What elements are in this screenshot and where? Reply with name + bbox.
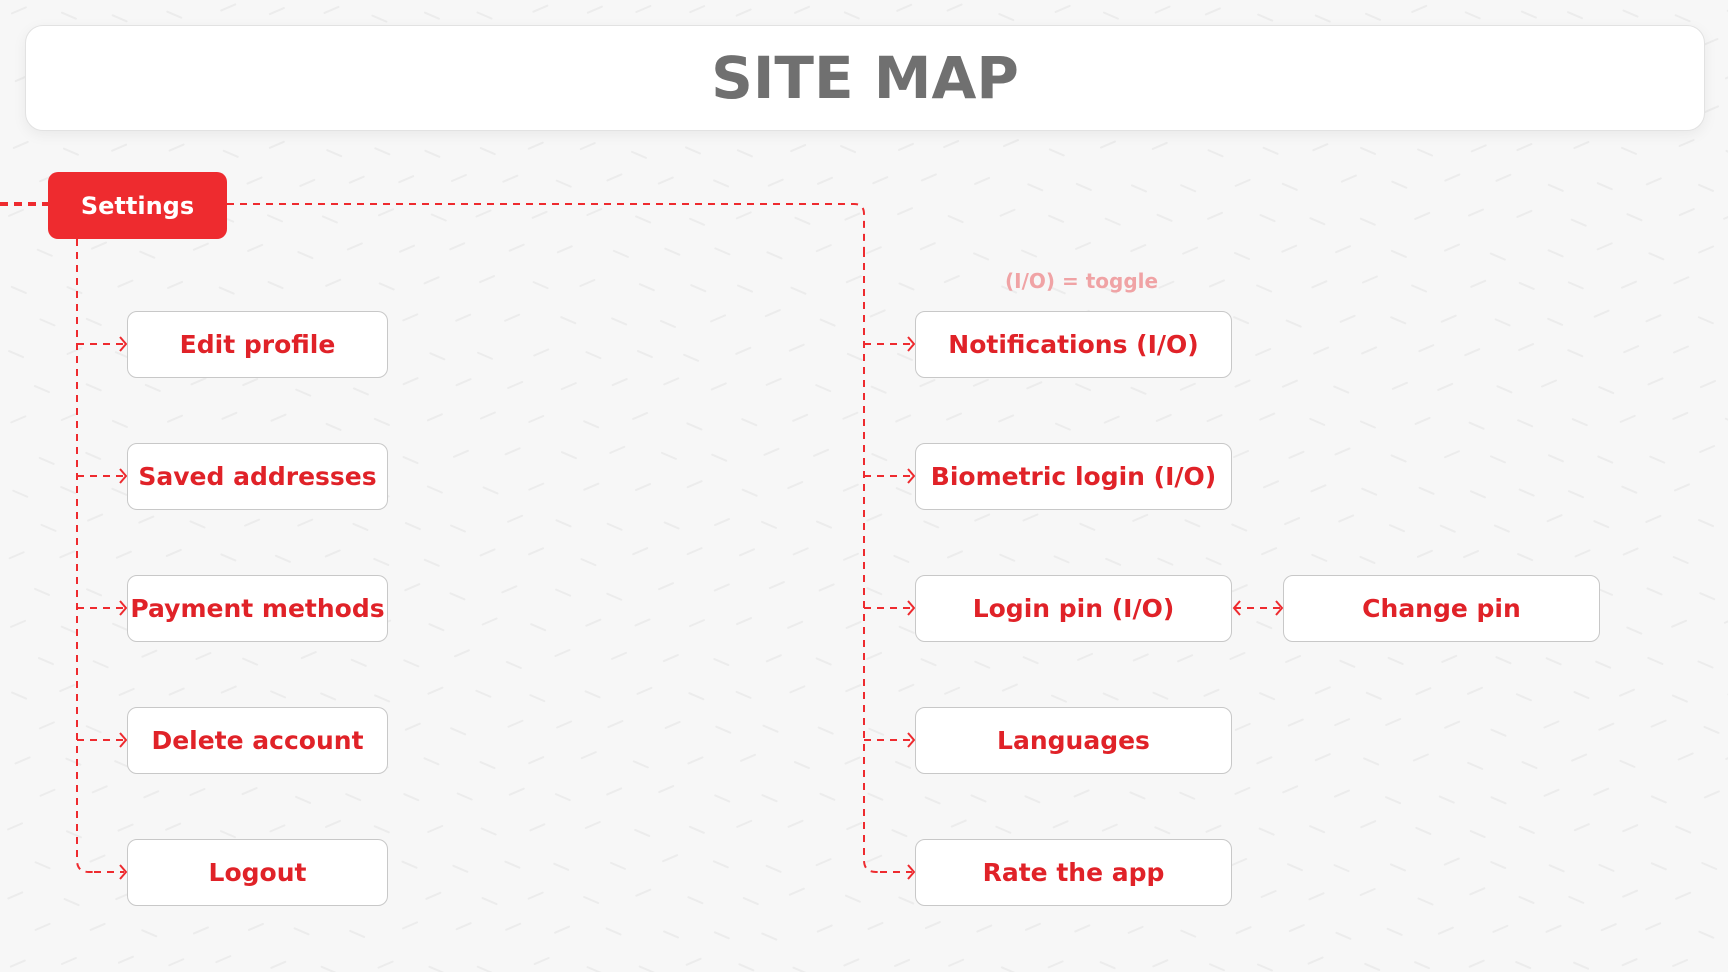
node-label: Biometric login (I/O) — [930, 462, 1217, 491]
node-label: Payment methods — [130, 594, 385, 623]
settings-node[interactable]: Settings — [48, 172, 227, 239]
node-change-pin[interactable]: Change pin — [1283, 575, 1600, 642]
node-label: Edit profile — [179, 330, 336, 359]
node-login-pin[interactable]: Login pin (I/O) — [915, 575, 1232, 642]
node-payment-methods[interactable]: Payment methods — [127, 575, 388, 642]
node-label: Change pin — [1362, 594, 1521, 623]
node-biometric-login[interactable]: Biometric login (I/O) — [915, 443, 1232, 510]
node-label: Logout — [208, 858, 307, 887]
node-logout[interactable]: Logout — [127, 839, 388, 906]
toggle-legend: (I/O) = toggle — [1005, 269, 1159, 293]
node-rate-the-app[interactable]: Rate the app — [915, 839, 1232, 906]
node-label: Notifications (I/O) — [948, 330, 1199, 359]
node-languages[interactable]: Languages — [915, 707, 1232, 774]
page-title: SITE MAP — [711, 44, 1019, 112]
node-delete-account[interactable]: Delete account — [127, 707, 388, 774]
node-label: Delete account — [151, 726, 364, 755]
node-label: Languages — [997, 726, 1150, 755]
node-saved-addresses[interactable]: Saved addresses — [127, 443, 388, 510]
title-card: SITE MAP — [25, 25, 1705, 131]
node-edit-profile[interactable]: Edit profile — [127, 311, 388, 378]
node-label: Saved addresses — [138, 462, 377, 491]
node-notifications[interactable]: Notifications (I/O) — [915, 311, 1232, 378]
node-label: Login pin (I/O) — [972, 594, 1175, 623]
node-label: Rate the app — [982, 858, 1165, 887]
settings-label: Settings — [80, 191, 195, 220]
